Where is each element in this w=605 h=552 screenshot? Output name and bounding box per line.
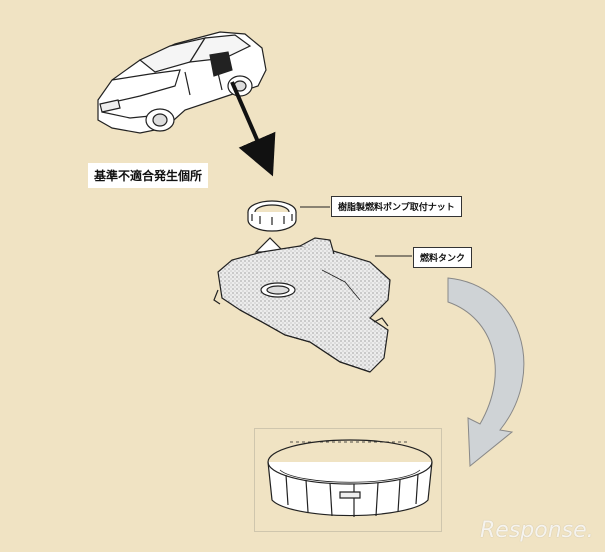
nut-ring-icon: [247, 200, 297, 232]
nut-detail-panel: [254, 428, 442, 532]
defect-location-label: 基準不適合発生個所: [88, 163, 209, 188]
response-watermark: Response.: [480, 518, 594, 543]
fuel-tank-icon: [213, 237, 391, 373]
pointer-arrow-car: [230, 81, 276, 177]
fuel-tank-label: 燃料タンク: [413, 247, 473, 268]
car-icon: [97, 31, 267, 134]
curved-arrow-icon: [447, 277, 525, 468]
pump-nut-label: 樹脂製燃料ポンプ取付ナット: [331, 196, 462, 217]
nut-detail-icon: [267, 439, 433, 517]
